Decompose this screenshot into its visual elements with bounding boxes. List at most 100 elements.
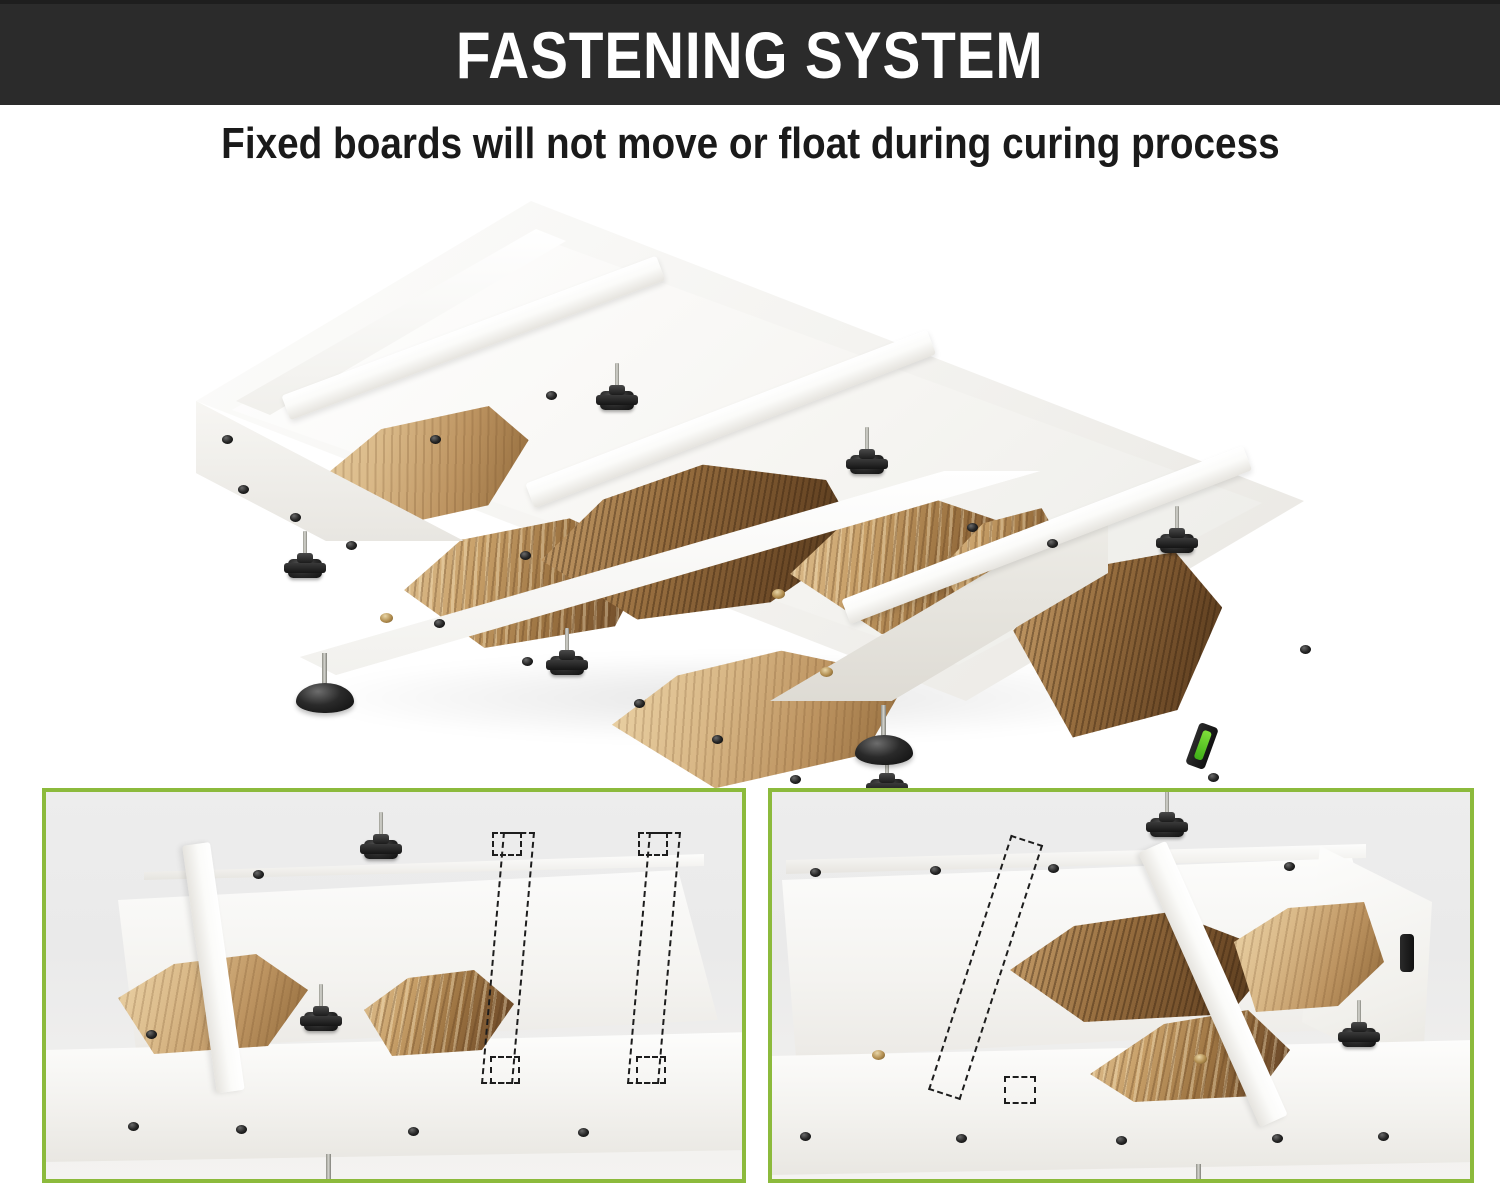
- clamp-knob-body: [596, 391, 638, 410]
- clamp-stem: [379, 812, 383, 836]
- wall-screw: [346, 541, 357, 550]
- leveling-foot: [1170, 1164, 1228, 1179]
- wall-screw: [967, 523, 978, 532]
- wall-screw: [430, 435, 441, 444]
- threaded-insert: [380, 613, 393, 623]
- leveling-foot: [855, 705, 913, 765]
- knob-clamp[interactable]: [1338, 1000, 1380, 1047]
- detail-panels-row: [0, 788, 1500, 1188]
- clamp-stem: [1175, 506, 1179, 530]
- clamp-stem: [565, 628, 569, 652]
- wall-screw: [1300, 645, 1311, 654]
- wall-screw: [1048, 864, 1059, 873]
- threaded-insert: [1194, 1054, 1207, 1064]
- clamp-knob-body: [360, 840, 402, 859]
- clamp-knob-cap: [373, 834, 389, 844]
- wall-screw: [290, 513, 301, 522]
- wall-screw: [578, 1128, 589, 1137]
- knob-clamp[interactable]: [1156, 506, 1198, 553]
- wall-screw: [1284, 862, 1295, 871]
- knob-clamp[interactable]: [1146, 792, 1188, 837]
- foot-rod: [1196, 1164, 1201, 1179]
- wall-screw: [520, 551, 531, 560]
- level-housing: [1400, 934, 1414, 972]
- wall-screw: [956, 1134, 967, 1143]
- clamp-stem: [303, 531, 307, 555]
- wall-screw: [1116, 1136, 1127, 1145]
- leveling-foot: [296, 653, 354, 713]
- clamp-knob-cap: [1351, 1022, 1367, 1032]
- wall-screw: [238, 485, 249, 494]
- bubble-level: [1400, 934, 1414, 972]
- wall-screw: [800, 1132, 811, 1141]
- clamp-knob-body: [1156, 534, 1198, 553]
- wall-screw: [408, 1127, 419, 1136]
- ghost-clamp-bar-outline: [638, 832, 668, 856]
- clamp-knob-body: [300, 1012, 342, 1031]
- hero-product-image: [0, 183, 1500, 932]
- ghost-clamp-bar-outline: [492, 832, 522, 856]
- leveling-foot: [300, 1154, 358, 1179]
- mold-assembly: [0, 183, 1500, 932]
- wall-screw: [146, 1030, 157, 1039]
- clamp-stem: [865, 427, 869, 451]
- clamp-knob-body: [546, 656, 588, 675]
- inset-panel-right: [768, 788, 1474, 1183]
- wall-screw: [546, 391, 557, 400]
- wall-screw: [128, 1122, 139, 1131]
- page-title: FASTENING SYSTEM: [456, 17, 1044, 92]
- knob-clamp[interactable]: [300, 984, 342, 1031]
- clamp-knob-body: [284, 559, 326, 578]
- knob-clamp[interactable]: [846, 427, 888, 474]
- ghost-clamp-bar-outline: [490, 1056, 520, 1084]
- wall-screw: [1272, 1134, 1283, 1143]
- knob-clamp[interactable]: [360, 812, 402, 859]
- wall-screw: [236, 1125, 247, 1134]
- foot-rod: [881, 705, 886, 741]
- clamp-knob-body: [1146, 818, 1188, 837]
- subtitle-text: Fixed boards will not move or float duri…: [220, 119, 1280, 168]
- clamp-stem: [615, 363, 619, 387]
- clamp-stem: [319, 984, 323, 1008]
- wall-screw: [434, 619, 445, 628]
- knob-clamp[interactable]: [284, 531, 326, 578]
- knob-clamp[interactable]: [596, 363, 638, 410]
- wall-screw: [1047, 539, 1058, 548]
- threaded-insert: [772, 589, 785, 599]
- wall-screw: [712, 735, 723, 744]
- ghost-clamp-bar-outline: [1004, 1076, 1036, 1104]
- inset-panel-left: [42, 788, 746, 1183]
- clamp-knob-cap: [1169, 528, 1185, 538]
- foot-pad: [855, 735, 913, 765]
- clamp-stem: [1165, 792, 1169, 814]
- clamp-knob-body: [846, 455, 888, 474]
- wall-screw: [1208, 773, 1219, 782]
- wall-screw: [930, 866, 941, 875]
- threaded-insert: [872, 1050, 885, 1060]
- wall-screw: [222, 435, 233, 444]
- wall-screw: [253, 870, 264, 879]
- wall-screw: [522, 657, 533, 666]
- clamp-knob-cap: [1159, 812, 1175, 822]
- foot-rod: [322, 653, 327, 689]
- ghost-clamp-bar-outline: [636, 1056, 666, 1084]
- bubble-level: [1185, 721, 1219, 771]
- wall-screw: [634, 699, 645, 708]
- clamp-knob-cap: [879, 773, 895, 783]
- wall-screw: [790, 775, 801, 784]
- threaded-insert: [820, 667, 833, 677]
- clamp-knob-cap: [313, 1006, 329, 1016]
- subtitle-row: Fixed boards will not move or float duri…: [0, 105, 1500, 183]
- clamp-knob-cap: [859, 449, 875, 459]
- clamp-stem: [1357, 1000, 1361, 1024]
- foot-pad: [296, 683, 354, 713]
- knob-clamp[interactable]: [546, 628, 588, 675]
- header-banner: FASTENING SYSTEM: [0, 0, 1500, 105]
- wall-screw: [810, 868, 821, 877]
- clamp-knob-cap: [297, 553, 313, 563]
- clamp-knob-body: [1338, 1028, 1380, 1047]
- clamp-knob-cap: [559, 650, 575, 660]
- wall-screw: [1378, 1132, 1389, 1141]
- foot-rod: [326, 1154, 331, 1179]
